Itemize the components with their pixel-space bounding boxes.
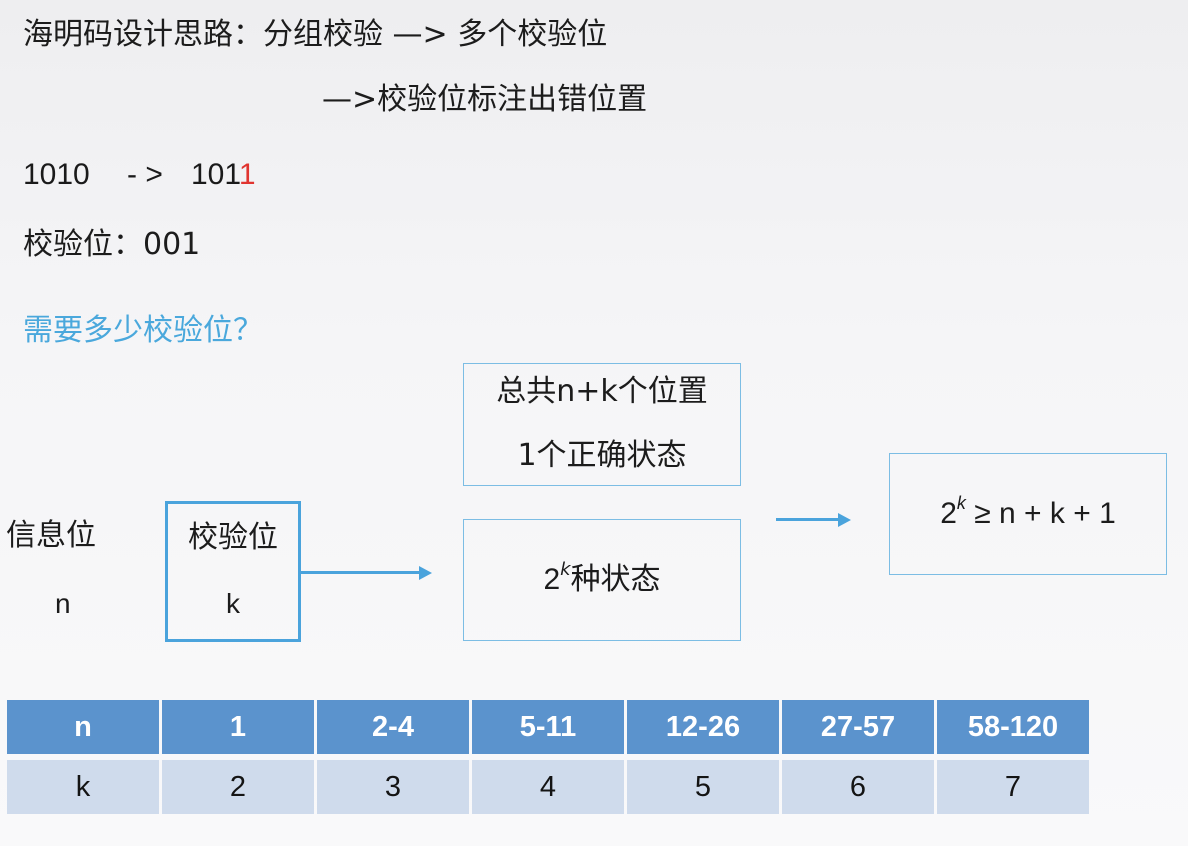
table-cell: n xyxy=(7,700,159,754)
table-cell: 5-11 xyxy=(472,700,624,754)
check-bits-value: 校验位：001 xyxy=(23,227,201,262)
table-cell: 7 xyxy=(937,760,1089,814)
example-arrow: - > xyxy=(127,158,163,191)
table-cell: 5 xyxy=(627,760,779,814)
n-k-table: n 1 2-4 5-11 12-26 27-57 58-120 k 2 3 4 … xyxy=(4,700,1092,814)
positions-total: 总共n+k个位置 xyxy=(496,373,708,409)
table-cell: 1 xyxy=(162,700,314,754)
example-original: 1010 xyxy=(23,158,90,191)
design-idea-line2: —>校验位标注出错位置 xyxy=(322,82,648,117)
table-cell: k xyxy=(7,760,159,814)
result-formula: 2k ≥ n + k + 1 xyxy=(940,493,1116,530)
table-cell: 2-4 xyxy=(317,700,469,754)
arrow-right-icon xyxy=(300,565,432,580)
info-bits-symbol: n xyxy=(55,588,71,619)
result-box: 2k ≥ n + k + 1 xyxy=(889,453,1167,575)
table-cell: 12-26 xyxy=(627,700,779,754)
arrow-right-icon xyxy=(776,512,851,527)
example-encoded-prefix: 101 xyxy=(191,158,239,191)
table-cell: 6 xyxy=(782,760,934,814)
info-bits-label: 信息位 xyxy=(6,518,96,553)
example-encoded-highlight: 1 xyxy=(238,158,256,191)
states-text: 2k种状态 xyxy=(543,559,661,598)
table-cell: 2 xyxy=(162,760,314,814)
table-cell: 3 xyxy=(317,760,469,814)
check-bits-box: 校验位 k xyxy=(165,501,301,642)
check-bits-label: 校验位 xyxy=(188,520,278,555)
table-cell: 58-120 xyxy=(937,700,1089,754)
question-heading: 需要多少校验位？ xyxy=(23,313,263,348)
table-cell: 4 xyxy=(472,760,624,814)
positions-correct: 1个正确状态 xyxy=(517,437,687,473)
table-cell: 27-57 xyxy=(782,700,934,754)
table-row: k 2 3 4 5 6 7 xyxy=(7,760,1089,814)
example-encoded: 1011 xyxy=(191,157,256,193)
states-box: 2k种状态 xyxy=(463,519,741,641)
table-header-row: n 1 2-4 5-11 12-26 27-57 58-120 xyxy=(7,700,1089,754)
check-bits-symbol: k xyxy=(226,588,240,619)
design-idea-line1: 海明码设计思路：分组校验 —> 多个校验位 xyxy=(23,17,608,52)
positions-box: 总共n+k个位置 1个正确状态 xyxy=(463,363,741,486)
